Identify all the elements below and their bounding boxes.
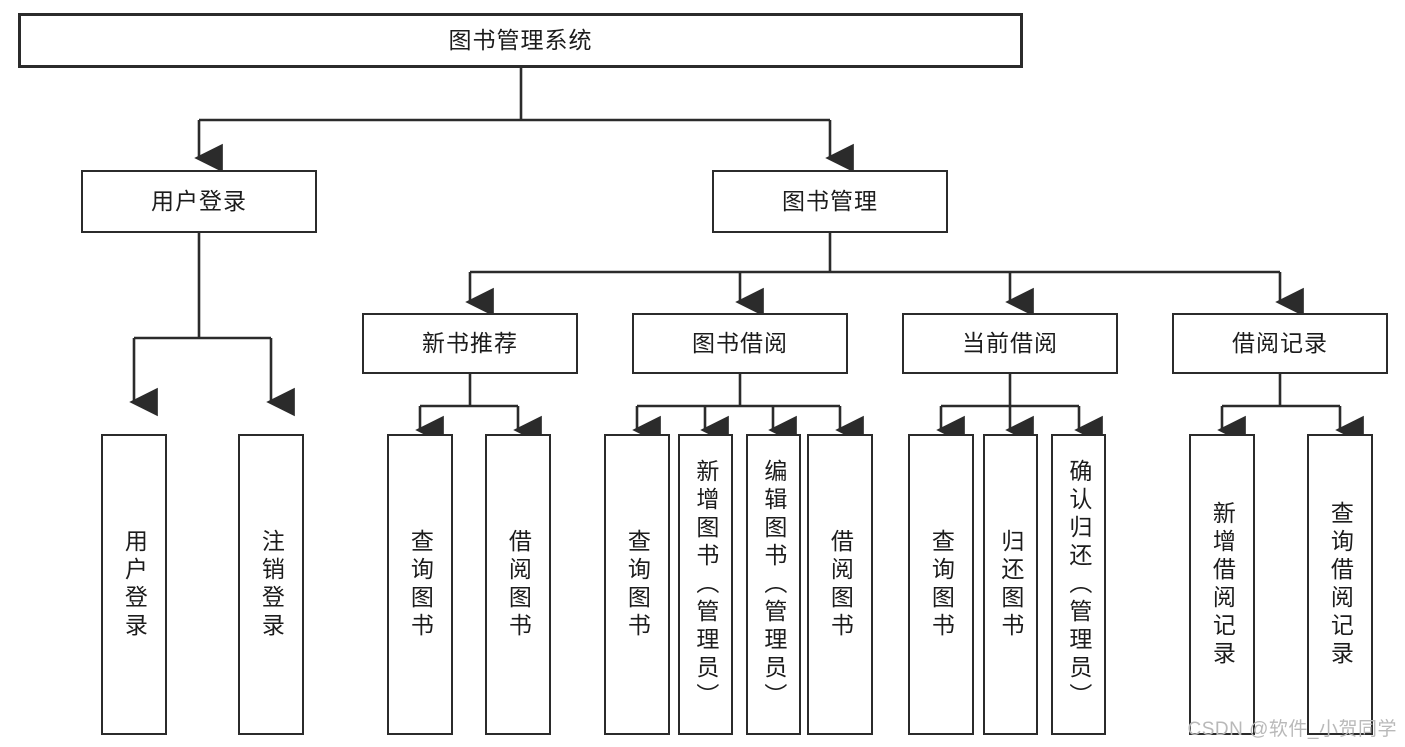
leaf-query-borrow-record-label: 查询借阅记录 [1327,500,1354,669]
leaf-user-login[interactable]: 用户登录 [101,434,167,735]
node-book-management[interactable]: 图书管理 [712,170,948,233]
node-borrow-record-label: 借阅记录 [1232,329,1328,356]
leaf-borrow-book-recommend[interactable]: 借阅图书 [485,434,551,735]
leaf-query-borrow-record[interactable]: 查询借阅记录 [1307,434,1373,735]
leaf-edit-book-admin[interactable]: 编辑图书（管理员） [746,434,801,735]
node-user-login[interactable]: 用户登录 [81,170,317,233]
leaf-return-book[interactable]: 归还图书 [983,434,1038,735]
node-book-borrow[interactable]: 图书借阅 [632,313,848,374]
leaf-borrow-book-label: 借阅图书 [827,528,854,641]
node-new-book-recommend-label: 新书推荐 [422,329,518,356]
node-user-login-label: 用户登录 [151,187,247,214]
node-borrow-record[interactable]: 借阅记录 [1172,313,1388,374]
leaf-confirm-return-admin-label: 确认归还（管理员） [1065,458,1092,711]
leaf-logout[interactable]: 注销登录 [238,434,304,735]
leaf-edit-book-admin-label: 编辑图书（管理员） [760,458,787,711]
node-book-management-label: 图书管理 [782,187,878,214]
leaf-query-book-recommend-label: 查询图书 [407,528,434,641]
node-current-borrow[interactable]: 当前借阅 [902,313,1118,374]
leaf-query-book-borrow-label: 查询图书 [624,528,651,641]
leaf-query-book-recommend[interactable]: 查询图书 [387,434,453,735]
leaf-return-book-label: 归还图书 [997,528,1024,641]
leaf-query-book-current-label: 查询图书 [928,528,955,641]
leaf-confirm-return-admin[interactable]: 确认归还（管理员） [1051,434,1106,735]
leaf-add-borrow-record-label: 新增借阅记录 [1209,500,1236,669]
csdn-watermark: CSDN @软件_小贺同学 [1187,719,1397,740]
leaf-borrow-book-recommend-label: 借阅图书 [505,528,532,641]
leaf-logout-label: 注销登录 [258,528,285,641]
leaf-add-book-admin[interactable]: 新增图书（管理员） [678,434,733,735]
node-root-label: 图书管理系统 [448,26,593,53]
leaf-query-book-borrow[interactable]: 查询图书 [604,434,670,735]
node-book-borrow-label: 图书借阅 [692,329,788,356]
leaf-borrow-book[interactable]: 借阅图书 [807,434,873,735]
leaf-add-borrow-record[interactable]: 新增借阅记录 [1189,434,1255,735]
leaf-query-book-current[interactable]: 查询图书 [908,434,974,735]
node-new-book-recommend[interactable]: 新书推荐 [362,313,578,374]
node-current-borrow-label: 当前借阅 [962,329,1058,356]
node-root[interactable]: 图书管理系统 [18,13,1023,68]
leaf-user-login-label: 用户登录 [121,528,148,641]
leaf-add-book-admin-label: 新增图书（管理员） [692,458,719,711]
